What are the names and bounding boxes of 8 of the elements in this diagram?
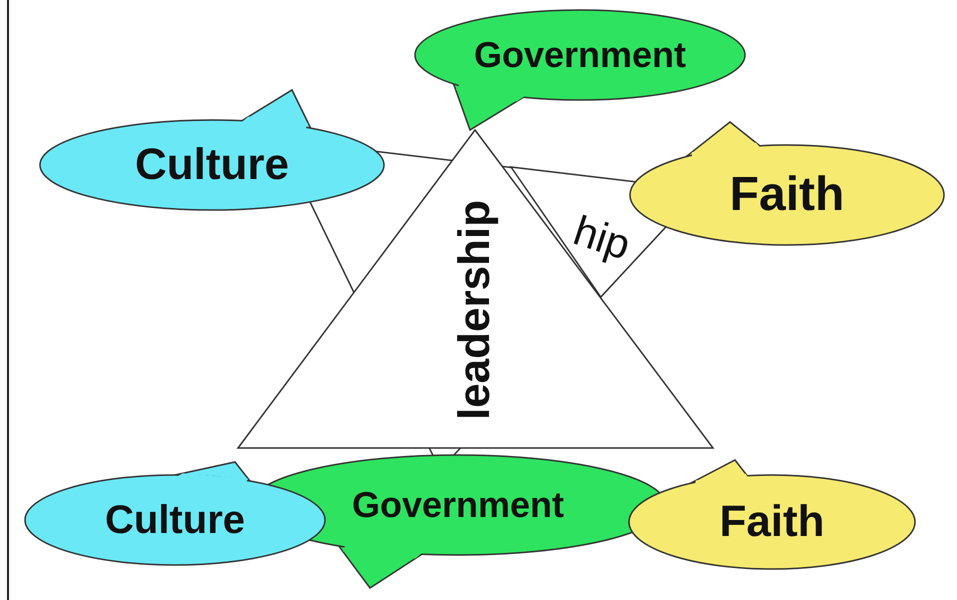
triangle-text: leadership xyxy=(453,200,497,420)
bubble-text: Faith xyxy=(719,500,825,544)
bubble-text: Culture xyxy=(105,500,245,540)
bubble-text: Culture xyxy=(135,143,289,187)
bubble-text: Government xyxy=(474,37,686,73)
bubble-text: Faith xyxy=(730,171,844,219)
triangle-text: hip xyxy=(568,209,636,267)
bubble-text: Government xyxy=(352,487,564,523)
